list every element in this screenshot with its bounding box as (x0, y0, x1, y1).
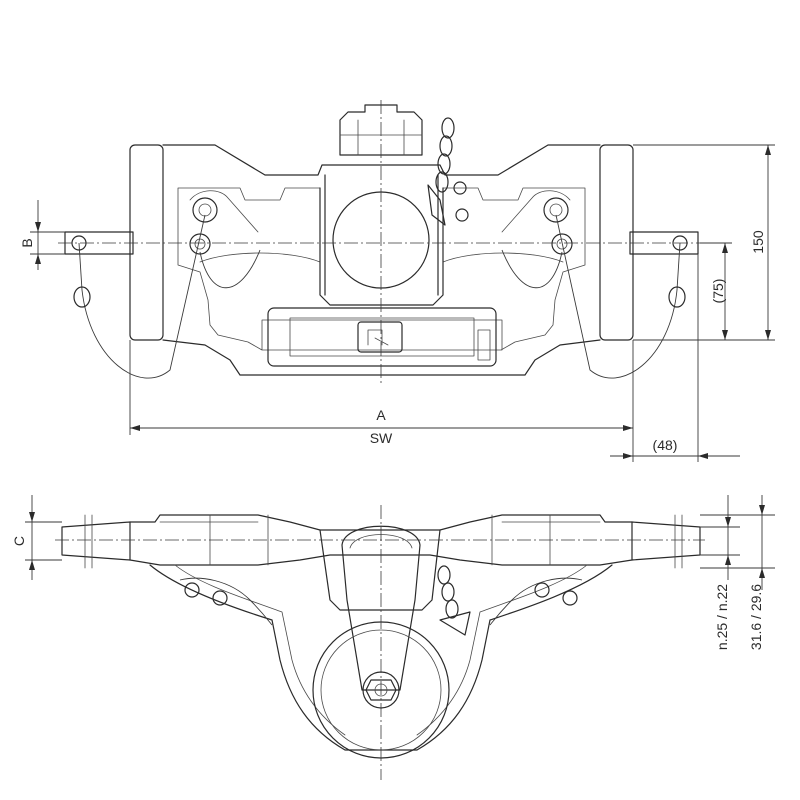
right-wire-loop (501, 214, 686, 379)
dimension-n: n.25 / n.22 (700, 495, 740, 650)
label-75: (75) (710, 279, 726, 304)
front-safety-chain (437, 565, 471, 636)
cross-member (129, 514, 633, 566)
label-150: 150 (750, 230, 766, 254)
top-view: B 150 (75) A SW (19, 100, 775, 462)
ball-mount-arch (319, 174, 444, 306)
inner-frame (177, 187, 586, 351)
lock-keyhole-icon (357, 321, 403, 353)
label-a: A (376, 407, 386, 423)
dimension-c: C (11, 495, 62, 580)
front-clips (179, 577, 583, 626)
dimension-75: (75) (700, 242, 732, 340)
safety-chain (427, 117, 469, 226)
dimension-150: 150 (633, 144, 775, 341)
dimension-diameter: 31.6 / 29.6 (700, 495, 775, 650)
label-48: (48) (653, 437, 678, 453)
hanger-arms (149, 564, 613, 751)
label-sw: SW (370, 430, 393, 446)
dimension-b: B (19, 200, 65, 270)
label-b: B (19, 238, 35, 247)
main-body-outline (162, 144, 601, 376)
left-wire-loop (73, 214, 261, 379)
front-left-pin (61, 514, 131, 569)
front-right-pin (631, 514, 701, 569)
label-dia-spec: 31.6 / 29.6 (748, 584, 764, 650)
right-clip-pins (501, 190, 573, 255)
right-side-plate (599, 144, 634, 341)
lock-block (267, 307, 497, 367)
coupler-housing (319, 525, 441, 691)
dimension-a-sw: A SW (129, 340, 634, 462)
label-c: C (11, 536, 27, 546)
left-side-plate (129, 144, 164, 341)
dimension-48: (48) (610, 254, 740, 462)
front-view: C n.25 / n.22 31.6 / 29.6 (11, 495, 775, 780)
label-n-spec: n.25 / n.22 (714, 584, 730, 650)
